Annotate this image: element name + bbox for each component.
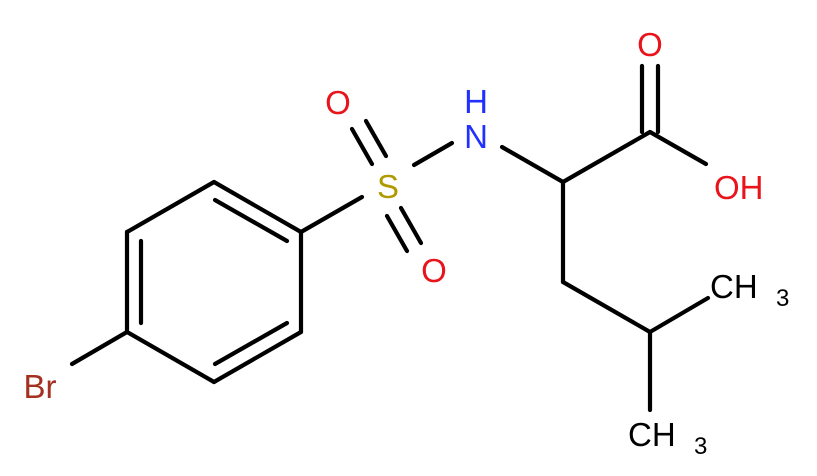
oxygen-carbonyl-label: O: [637, 26, 663, 63]
s-n-bond: [411, 140, 455, 168]
sulfur-label: S: [377, 168, 399, 205]
sulfonyl-oxygen-upper-label: O: [325, 84, 351, 121]
c-oh-bond: [647, 129, 709, 167]
methyl-upper-label: CH 3: [710, 268, 789, 312]
ch-methyl-upper-bond: [647, 295, 711, 335]
methyl-lower-label: CH 3: [628, 416, 707, 460]
benzene-ring: [124, 179, 304, 385]
carbonyl-bond: [639, 63, 661, 135]
ch2-ch-bond: [560, 279, 653, 335]
c-s-bond: [298, 194, 365, 235]
sulfonyl-o-upper-bond: [349, 118, 389, 167]
svg-text:3: 3: [694, 433, 707, 460]
ring-inner-bond: [212, 197, 290, 244]
ring-inner-bond: [212, 320, 290, 367]
oxygen-hydroxyl-label: OH: [714, 169, 764, 206]
ring-bond: [211, 179, 304, 235]
nitrogen-label: N: [464, 118, 488, 155]
ring-bond: [124, 329, 217, 385]
ring-bond: [211, 329, 304, 385]
svg-text:CH: CH: [628, 416, 676, 453]
calpha-ccarboxyl-bond: [560, 129, 653, 185]
ring-bond: [124, 179, 217, 235]
svg-text:CH: CH: [710, 268, 758, 305]
nitrogen-h-label: H: [464, 83, 488, 120]
bromine-label: Br: [24, 368, 57, 405]
n-calpha-bond: [499, 144, 566, 185]
svg-text:3: 3: [776, 285, 789, 312]
sulfonyl-oxygen-lower-label: O: [421, 252, 447, 289]
sulfonyl-o-lower-bond: [384, 205, 424, 254]
c-br-bond: [69, 329, 130, 367]
